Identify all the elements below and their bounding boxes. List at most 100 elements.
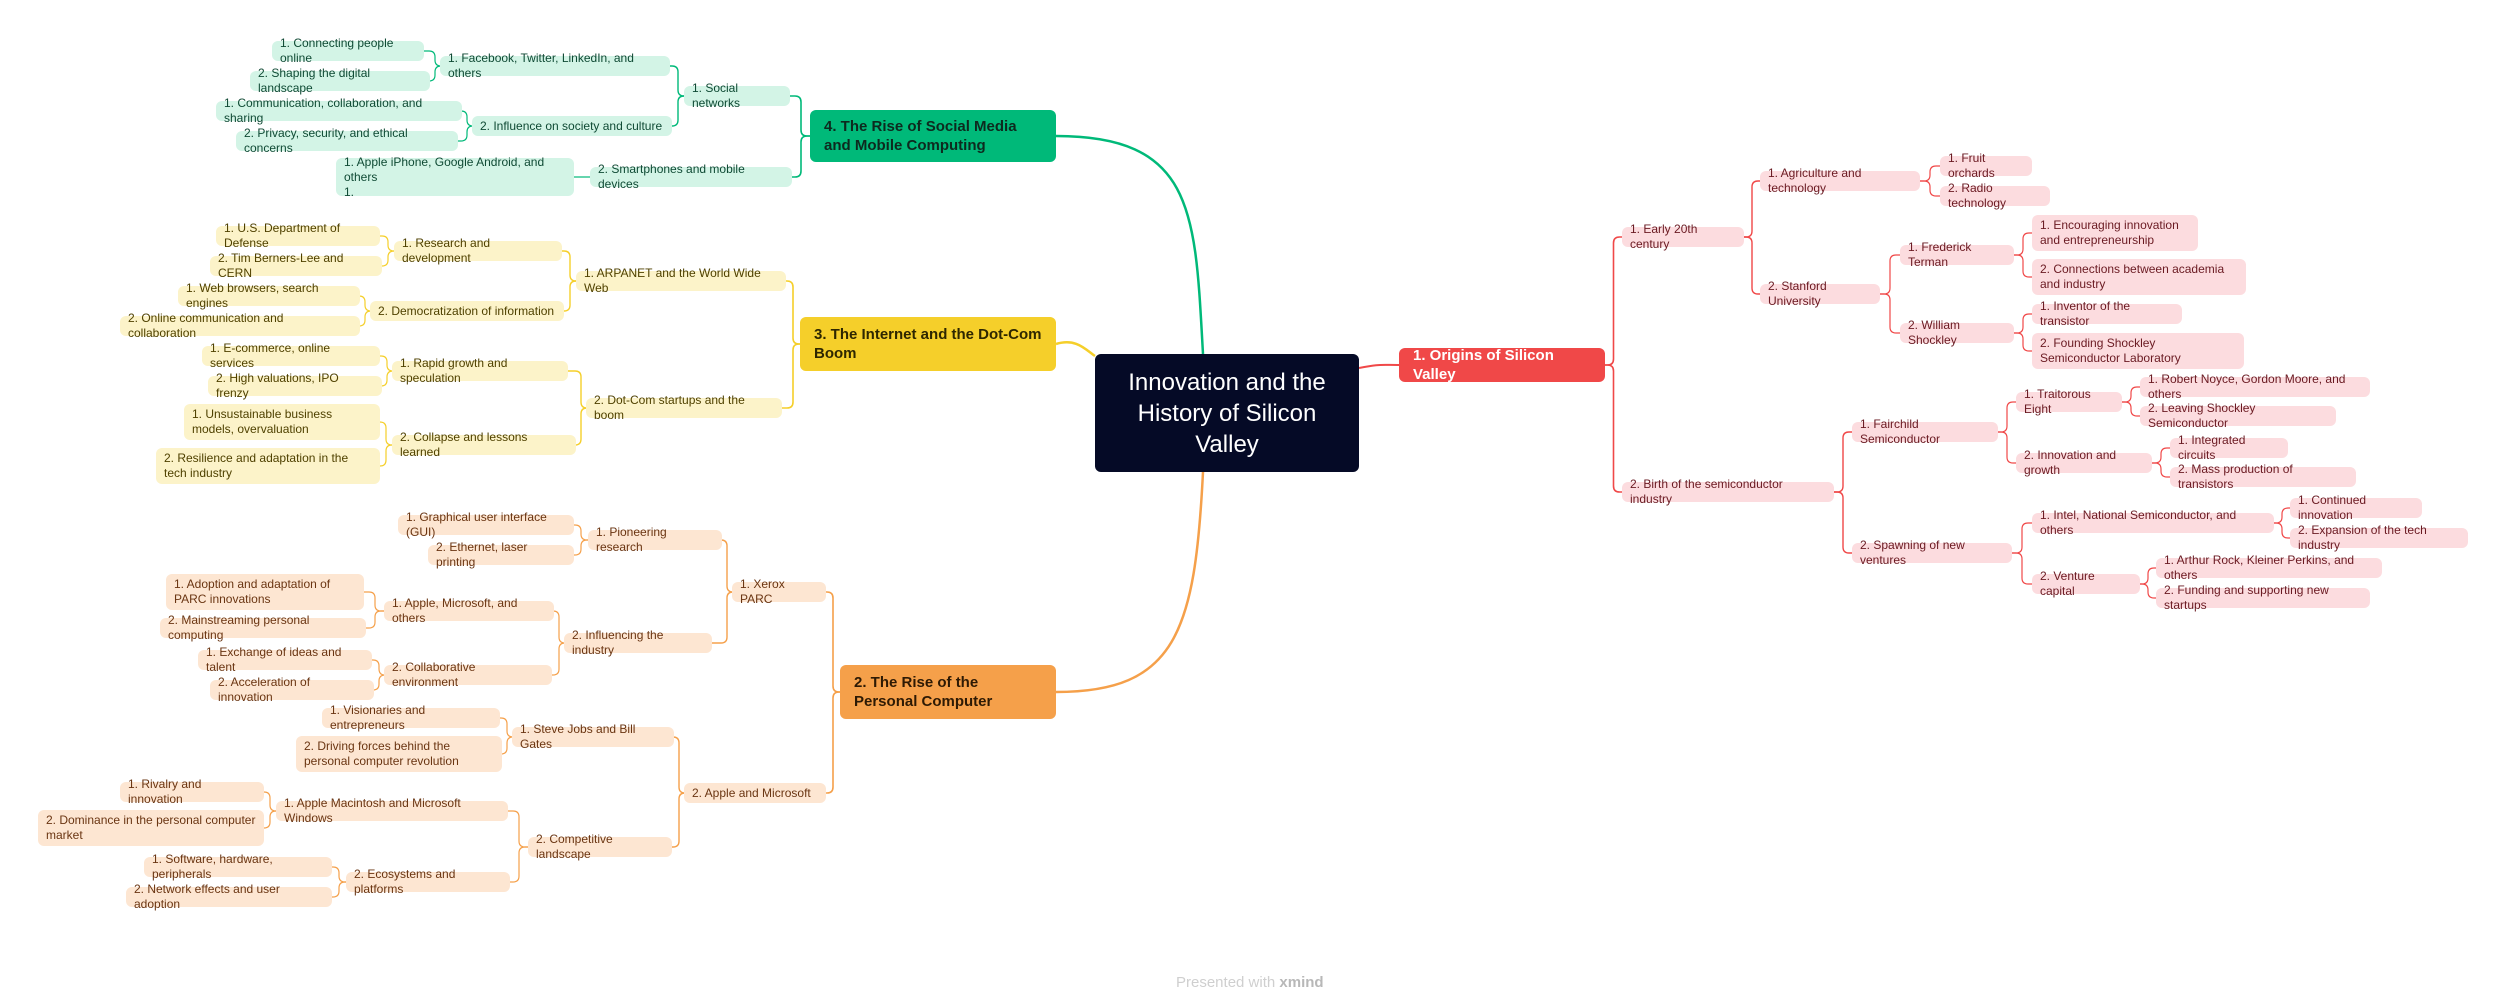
node-label: 1. Apple Macintosh and Microsoft Windows xyxy=(284,796,461,825)
node-unsustainable[interactable]: 1. Unsustainable business models, overva… xyxy=(184,404,380,440)
node-shockley-lab[interactable]: 2. Founding Shockley Semiconductor Labor… xyxy=(2032,333,2244,369)
node-label: 2. Connections between academia and indu… xyxy=(2040,262,2225,291)
node-apple-and-microsoft[interactable]: 2. Apple and Microsoft xyxy=(684,783,826,803)
node-adoption-parc[interactable]: 1. Adoption and adaptation of PARC innov… xyxy=(166,574,364,610)
node-label: 2. Collapse and lessons learned xyxy=(400,430,528,459)
node-mass-production[interactable]: 2. Mass production of transistors xyxy=(2170,462,2356,491)
node-encouraging-innovation[interactable]: 1. Encouraging innovation and entreprene… xyxy=(2032,215,2198,251)
node-expansion-tech[interactable]: 2. Expansion of the tech industry xyxy=(2290,523,2468,552)
node-funding-startups[interactable]: 2. Funding and supporting new startups xyxy=(2156,583,2370,612)
node-democratization[interactable]: 2. Democratization of information xyxy=(370,301,564,321)
node-venture-capital[interactable]: 2. Venture capital xyxy=(2032,569,2140,598)
node-collapse-lessons[interactable]: 2. Collapse and lessons learned xyxy=(392,430,576,459)
node-facebook-twitter[interactable]: 1. Facebook, Twitter, LinkedIn, and othe… xyxy=(440,51,670,80)
node-xerox-parc[interactable]: 1. Xerox PARC xyxy=(732,577,826,606)
connector-topic-internet-node-dotcom-startups xyxy=(782,343,800,409)
node-high-valuations[interactable]: 2. High valuations, IPO frenzy xyxy=(208,371,382,400)
node-berners-lee[interactable]: 2. Tim Berners-Lee and CERN xyxy=(210,251,382,280)
node-arpanet-www[interactable]: 1. ARPANET and the World Wide Web xyxy=(576,266,786,295)
topic-social-media[interactable]: 4. The Rise of Social Media and Mobile C… xyxy=(810,110,1056,162)
connector-node-agriculture-technology-node-radio-technology xyxy=(1920,180,1940,197)
connector-node-apple-microsoft-others-node-adoption-parc xyxy=(364,591,384,612)
connector-node-mac-windows-node-rivalry xyxy=(263,791,277,812)
connector-node-intel-national-node-continued-innovation xyxy=(2274,507,2290,524)
node-label: 2. Network effects and user adoption xyxy=(134,882,280,911)
node-fruit-orchards[interactable]: 1. Fruit orchards xyxy=(1940,151,2032,180)
node-academia-industry[interactable]: 2. Connections between academia and indu… xyxy=(2032,259,2246,295)
node-rivalry[interactable]: 1. Rivalry and innovation xyxy=(120,777,264,806)
node-web-browsers[interactable]: 1. Web browsers, search engines xyxy=(178,281,360,310)
connector-node-xerox-parc-node-pioneering-research xyxy=(720,539,734,593)
topic-internet[interactable]: 3. The Internet and the Dot-Com Boom xyxy=(800,317,1056,371)
connector-node-intel-national-node-expansion-tech xyxy=(2274,522,2290,539)
node-connecting-people[interactable]: 1. Connecting people online xyxy=(272,36,424,65)
node-innovation-growth[interactable]: 2. Innovation and growth xyxy=(2016,448,2152,477)
node-arthur-rock[interactable]: 1. Arthur Rock, Kleiner Perkins, and oth… xyxy=(2156,553,2382,582)
node-spawning-ventures[interactable]: 2. Spawning of new ventures xyxy=(1852,538,2012,567)
node-mac-windows[interactable]: 1. Apple Macintosh and Microsoft Windows xyxy=(276,796,508,825)
node-gui[interactable]: 1. Graphical user interface (GUI) xyxy=(398,510,574,539)
connector-node-innovation-growth-node-integrated-circuits xyxy=(2152,447,2170,464)
node-smartphones[interactable]: 2. Smartphones and mobile devices xyxy=(590,162,792,191)
node-online-communication[interactable]: 2. Online communication and collaboratio… xyxy=(120,311,360,340)
node-dotcom-startups[interactable]: 2. Dot-Com startups and the boom xyxy=(586,393,782,422)
node-jobs-gates[interactable]: 1. Steve Jobs and Bill Gates xyxy=(512,722,674,751)
node-label: 2. Dot-Com startups and the boom xyxy=(594,393,745,422)
connector-topic-social-media-node-smartphones xyxy=(792,135,810,178)
node-acceleration[interactable]: 2. Acceleration of innovation xyxy=(210,675,374,704)
node-competitive-landscape[interactable]: 2. Competitive landscape xyxy=(528,832,672,861)
central-topic[interactable]: Innovation and the History of Silicon Va… xyxy=(1095,354,1359,472)
node-influence-society[interactable]: 2. Influence on society and culture xyxy=(472,116,672,136)
node-software-hardware[interactable]: 1. Software, hardware, peripherals xyxy=(144,852,332,881)
node-label: 2. Mainstreaming personal computing xyxy=(168,613,310,642)
connector-node-facebook-twitter-node-connecting-people xyxy=(424,50,442,67)
node-dod[interactable]: 1. U.S. Department of Defense xyxy=(216,221,380,250)
node-inventor-transistor[interactable]: 1. Inventor of the transistor xyxy=(2032,299,2182,328)
node-apple-microsoft-others[interactable]: 1. Apple, Microsoft, and others xyxy=(384,596,554,625)
node-early-20th-century[interactable]: 1. Early 20th century xyxy=(1622,222,1744,251)
node-stanford-university[interactable]: 2. Stanford University xyxy=(1760,279,1880,308)
node-intel-national[interactable]: 1. Intel, National Semiconductor, and ot… xyxy=(2032,508,2274,537)
node-iphone-android[interactable]: 1. Apple iPhone, Google Android, and oth… xyxy=(336,155,574,199)
node-label: 2. Privacy, security, and ethical concer… xyxy=(244,126,408,155)
node-william-shockley[interactable]: 2. William Shockley xyxy=(1900,318,2014,347)
node-continued-innovation[interactable]: 1. Continued innovation xyxy=(2290,493,2422,522)
topic-origins[interactable]: 1. Origins of Silicon Valley xyxy=(1399,347,1605,383)
connector-node-collaborative-env-node-acceleration xyxy=(372,674,386,691)
connector-node-traitorous-eight-node-leaving-shockley xyxy=(2122,401,2140,417)
node-integrated-circuits[interactable]: 1. Integrated circuits xyxy=(2170,433,2288,462)
topic-personal-computer[interactable]: 2. The Rise of the Personal Computer xyxy=(840,665,1056,719)
node-semiconductor-industry[interactable]: 2. Birth of the semiconductor industry xyxy=(1622,477,1834,506)
node-communication-sharing[interactable]: 1. Communication, collaboration, and sha… xyxy=(216,96,462,125)
connector-node-research-development-node-berners-lee xyxy=(381,250,395,267)
node-label: 1. Early 20th century xyxy=(1630,222,1698,251)
node-ethernet[interactable]: 2. Ethernet, laser printing xyxy=(428,540,574,569)
node-traitorous-eight[interactable]: 1. Traitorous Eight xyxy=(2016,387,2122,416)
node-privacy-security[interactable]: 2. Privacy, security, and ethical concer… xyxy=(236,126,458,155)
node-social-networks[interactable]: 1. Social networks xyxy=(684,81,790,110)
node-visionaries[interactable]: 1. Visionaries and entrepreneurs xyxy=(322,703,500,732)
node-pioneering-research[interactable]: 1. Pioneering research xyxy=(588,525,722,554)
node-network-effects[interactable]: 2. Network effects and user adoption xyxy=(126,882,332,911)
node-rapid-growth[interactable]: 1. Rapid growth and speculation xyxy=(392,356,568,385)
node-mainstreaming[interactable]: 2. Mainstreaming personal computing xyxy=(160,613,366,642)
node-label: 2. Tim Berners-Lee and CERN xyxy=(218,251,344,280)
node-influencing-industry[interactable]: 2. Influencing the industry xyxy=(564,628,712,657)
node-driving-forces[interactable]: 2. Driving forces behind the personal co… xyxy=(296,736,502,772)
node-exchange-ideas[interactable]: 1. Exchange of ideas and talent xyxy=(198,645,372,674)
node-radio-technology[interactable]: 2. Radio technology xyxy=(1940,181,2050,210)
node-shaping-digital[interactable]: 2. Shaping the digital landscape xyxy=(250,66,430,95)
node-frederick-terman[interactable]: 1. Frederick Terman xyxy=(1900,240,2014,269)
node-dominance[interactable]: 2. Dominance in the personal computer ma… xyxy=(38,810,264,846)
node-agriculture-technology[interactable]: 1. Agriculture and technology xyxy=(1760,166,1920,195)
node-resilience[interactable]: 2. Resilience and adaptation in the tech… xyxy=(156,448,380,484)
node-ecommerce[interactable]: 1. E-commerce, online services xyxy=(202,341,380,370)
node-fairchild[interactable]: 1. Fairchild Semiconductor xyxy=(1852,417,1998,446)
node-label: 2. Acceleration of innovation xyxy=(218,675,311,704)
node-collaborative-env[interactable]: 2. Collaborative environment xyxy=(384,660,552,689)
node-research-development[interactable]: 1. Research and development xyxy=(394,236,562,265)
node-noyce-moore[interactable]: 1. Robert Noyce, Gordon Moore, and other… xyxy=(2140,372,2370,401)
node-ecosystems[interactable]: 2. Ecosystems and platforms xyxy=(346,867,510,896)
node-leaving-shockley[interactable]: 2. Leaving Shockley Semiconductor xyxy=(2140,401,2336,430)
